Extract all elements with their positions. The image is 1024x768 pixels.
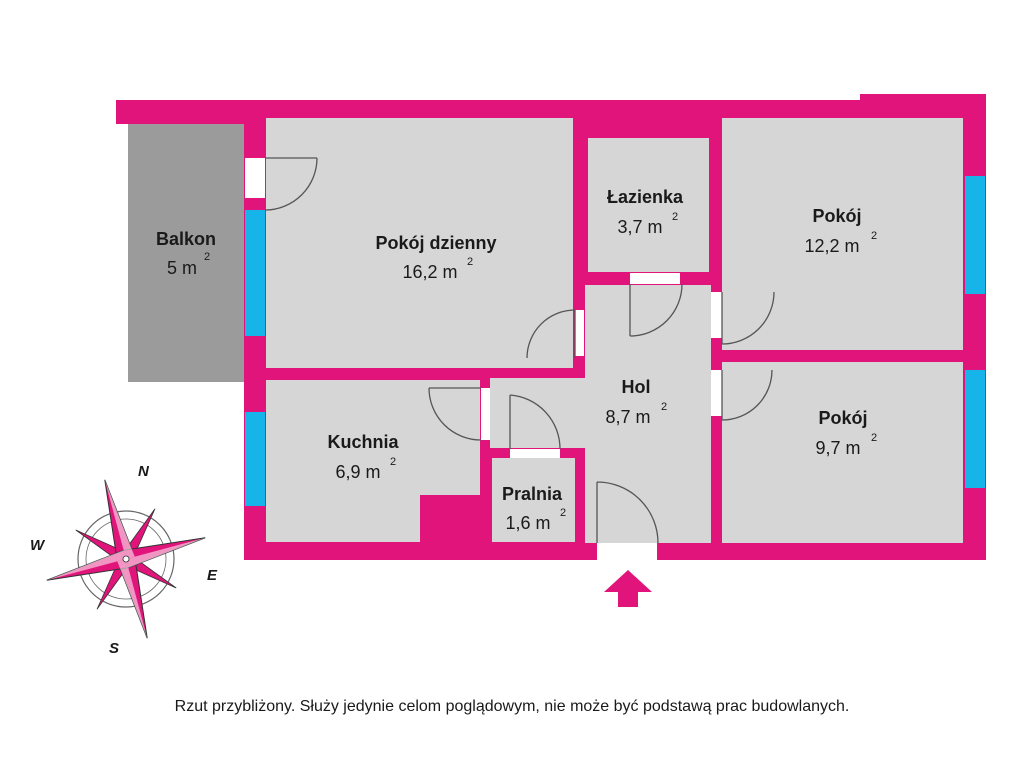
compass-rose-icon: N E S W: [30, 463, 218, 657]
svg-text:5 m: 5 m: [167, 258, 197, 278]
room-label-kuchnia: Kuchnia 6,9 m 2: [327, 432, 399, 482]
window-room-lower: [965, 370, 985, 488]
room-label-pokoj-dzienny: Pokój dzienny 16,2 m 2: [375, 233, 496, 282]
room-label-hol: Hol 8,7 m 2: [605, 377, 667, 427]
door-swing-balcony: [264, 157, 318, 211]
door-swing-living: [526, 309, 576, 359]
svg-text:Kuchnia: Kuchnia: [327, 432, 399, 452]
window-kitchen: [245, 412, 265, 506]
svg-text:Balkon: Balkon: [156, 229, 216, 249]
compass-n: N: [138, 463, 150, 480]
door-swing-room-lower: [721, 369, 773, 421]
svg-text:Pralnia: Pralnia: [502, 484, 563, 504]
room-label-pokoj-lower: Pokój 9,7 m 2: [815, 408, 877, 458]
svg-text:2: 2: [672, 211, 678, 223]
disclaimer-text: Rzut przybliżony. Służy jedynie celom po…: [174, 698, 850, 715]
window-room-upper: [965, 176, 985, 294]
compass-e: E: [207, 567, 218, 584]
svg-text:9,7 m: 9,7 m: [815, 438, 860, 458]
door-swing-kitchen: [428, 387, 482, 441]
kitchen-wall-block: [420, 495, 482, 545]
room-label-pokoj-upper: Pokój 12,2 m 2: [804, 206, 877, 256]
svg-text:2: 2: [871, 230, 877, 242]
svg-text:2: 2: [661, 401, 667, 413]
room-interiors: [266, 118, 963, 543]
door-swings: [264, 157, 775, 544]
svg-text:Pokój: Pokój: [812, 206, 861, 226]
door-swing-entrance: [596, 481, 659, 544]
svg-text:8,7 m: 8,7 m: [605, 407, 650, 427]
door-swing-laundry: [509, 394, 561, 450]
svg-text:1,6 m: 1,6 m: [505, 513, 550, 533]
windows: [245, 176, 985, 506]
svg-text:Pokój dzienny: Pokój dzienny: [375, 233, 496, 253]
door-swing-room-upper: [721, 291, 775, 345]
compass-w: W: [30, 537, 46, 554]
compass-s: S: [109, 640, 119, 657]
svg-text:3,7 m: 3,7 m: [617, 217, 662, 237]
svg-text:2: 2: [390, 456, 396, 468]
svg-text:2: 2: [467, 256, 473, 268]
svg-text:6,9 m: 6,9 m: [335, 462, 380, 482]
room-label-pralnia: Pralnia 1,6 m 2: [502, 484, 566, 533]
room-label-lazienka: Łazienka 3,7 m 2: [607, 187, 684, 237]
svg-text:2: 2: [560, 507, 566, 519]
svg-text:Pokój: Pokój: [818, 408, 867, 428]
door-swing-bathroom: [629, 283, 683, 337]
window-living-room: [245, 210, 265, 336]
entrance-arrow-icon: [604, 570, 652, 607]
svg-text:2: 2: [204, 251, 210, 263]
door-openings: [245, 158, 722, 560]
svg-text:12,2 m: 12,2 m: [804, 236, 859, 256]
svg-text:16,2 m: 16,2 m: [402, 262, 457, 282]
balcony-area: [128, 124, 244, 382]
svg-text:Hol: Hol: [622, 377, 651, 397]
room-label-balkon: Balkon 5 m 2: [156, 229, 216, 278]
svg-text:2: 2: [871, 432, 877, 444]
svg-text:Łazienka: Łazienka: [607, 187, 684, 207]
